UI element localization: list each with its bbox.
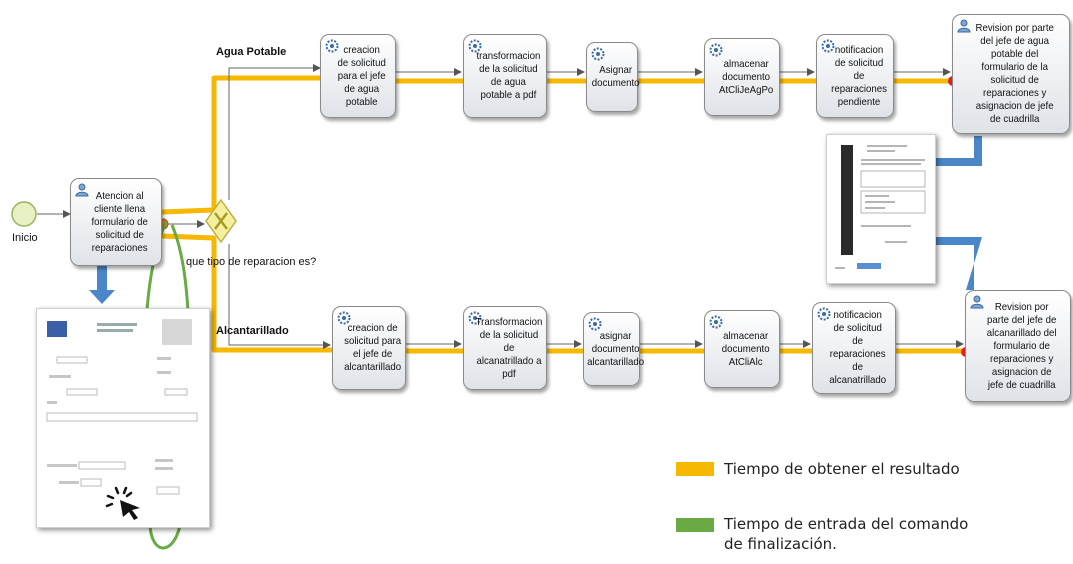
task-label: Transformacion de la solicitud de alcana…: [475, 315, 543, 380]
task-label: almacenar documento AtCliAlc: [721, 329, 770, 368]
highlight-top-branch: [211, 75, 325, 211]
gateway-question-label: que tipo de reparacion es?: [186, 256, 317, 268]
service-task-icon: [468, 311, 482, 325]
service-task-icon: [591, 47, 605, 61]
branch-label-agua-potable: Agua Potable: [216, 46, 287, 58]
task-bottom-asignar[interactable]: asignar documento alcantarillado: [583, 312, 644, 386]
service-task-icon: [709, 315, 723, 329]
document-thumbnail: [826, 134, 936, 284]
task-label: almacenar documento AtCliJeAgPo: [718, 57, 773, 96]
service-task-icon: [709, 43, 723, 57]
task-label: creacion de solicitud para el jefe de ag…: [337, 43, 386, 108]
form-thumbnail-graphic: [46, 319, 198, 495]
task-label: Atencion al cliente llena formulario de …: [91, 189, 148, 254]
service-task-icon: [468, 39, 482, 53]
task-label: notificacion de solicitud de reparacione…: [830, 43, 887, 108]
task-label: Revision por parte del jefe de alcanaril…: [986, 300, 1057, 391]
task-top-notificacion[interactable]: notificacion de solicitud de reparacione…: [816, 34, 894, 118]
click-cursor-icon: [105, 486, 140, 520]
highlight-atencion-gateway-2: [159, 233, 217, 241]
highlight-atencion-gateway: [159, 207, 217, 215]
user-task-icon: [957, 19, 971, 33]
task-top-revision[interactable]: Revision por parte del jefe de agua pota…: [952, 14, 1070, 134]
task-bottom-creacion[interactable]: creacion de solicitud para el jefe de al…: [332, 306, 406, 390]
task-label: creacion de solicitud para el jefe de al…: [344, 322, 402, 373]
service-task-icon: [588, 317, 602, 331]
service-task-icon: [821, 39, 835, 53]
task-label: asignar documento alcantarillado: [586, 329, 644, 368]
task-bottom-revision[interactable]: Revision por parte del jefe de alcanaril…: [965, 290, 1071, 402]
legend-green-swatch: [676, 518, 714, 532]
flow-gateway-bottom: [228, 244, 331, 349]
task-bottom-notificacion[interactable]: notificacion de solicitud de reparacione…: [812, 302, 896, 394]
service-task-icon: [817, 307, 831, 321]
task-bottom-transformacion[interactable]: Transformacion de la solicitud de alcana…: [463, 306, 547, 390]
legend-green-text: Tiempo de entrada del comando de finaliz…: [724, 514, 968, 554]
service-task-icon: [337, 311, 351, 325]
task-top-almacenar[interactable]: almacenar documento AtCliJeAgPo: [704, 38, 780, 116]
blue-arrow-down: [89, 266, 115, 304]
yellow-highlight-paths: [159, 75, 968, 354]
user-task-icon: [75, 183, 89, 197]
start-label: Inicio: [12, 232, 38, 244]
legend-yellow-text: Tiempo de obtener el resultado: [724, 460, 960, 478]
highlight-bottom-branch: [211, 237, 335, 353]
blue-arrow-to-doc-top: [922, 136, 982, 173]
user-task-icon: [970, 295, 984, 309]
task-label: notificacion de solicitud de reparacione…: [829, 309, 887, 386]
task-top-creacion[interactable]: creacion de solicitud para el jefe de ag…: [320, 34, 396, 118]
sequence-flows: [37, 64, 964, 349]
legend-green-line1: Tiempo de entrada del comando: [724, 515, 969, 533]
legend-green-line2: de finalización.: [724, 535, 837, 553]
exclusive-gateway[interactable]: [205, 198, 237, 244]
branch-label-alcantarillado: Alcantarillado: [216, 325, 289, 337]
task-bottom-almacenar[interactable]: almacenar documento AtCliAlc: [704, 310, 780, 388]
form-thumbnail: [36, 308, 210, 528]
start-event[interactable]: [11, 201, 37, 227]
document-thumbnail-graphic: [835, 145, 926, 269]
task-label: transformacion de la solicitud de agua p…: [476, 50, 541, 101]
task-label: Revision por parte del jefe de agua pota…: [975, 22, 1054, 125]
legend-yellow-swatch: [676, 462, 714, 476]
flow-gateway-top: [228, 64, 321, 200]
task-top-transformacion[interactable]: transformacion de la solicitud de agua p…: [463, 34, 547, 118]
task-label: Asignar documento: [591, 64, 640, 89]
task-atencion-cliente[interactable]: Atencion al cliente llena formulario de …: [70, 178, 162, 266]
service-task-icon: [325, 39, 339, 53]
task-top-asignar[interactable]: Asignar documento: [586, 42, 640, 112]
